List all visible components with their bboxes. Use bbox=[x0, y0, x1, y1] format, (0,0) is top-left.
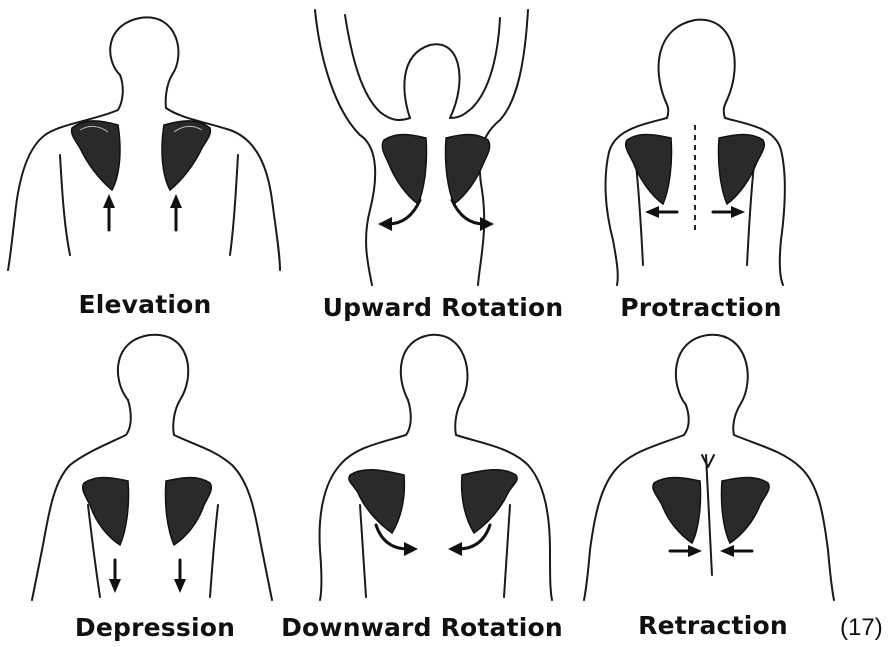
panel-label: Downward Rotation bbox=[281, 613, 563, 642]
panel-label: Depression bbox=[75, 613, 235, 642]
panel-label: Elevation bbox=[78, 290, 211, 319]
downward-rotation-illustration bbox=[300, 335, 600, 605]
panel-label: Upward Rotation bbox=[323, 293, 564, 322]
panel-label: Retraction bbox=[638, 611, 788, 640]
panel-label: Protraction bbox=[620, 293, 782, 322]
reference-number: (17) bbox=[840, 614, 883, 642]
retraction-illustration bbox=[578, 335, 878, 605]
upward-rotation-illustration bbox=[300, 0, 580, 300]
protraction-illustration bbox=[595, 0, 895, 300]
elevation-illustration bbox=[0, 0, 300, 300]
depression-illustration bbox=[0, 335, 300, 605]
